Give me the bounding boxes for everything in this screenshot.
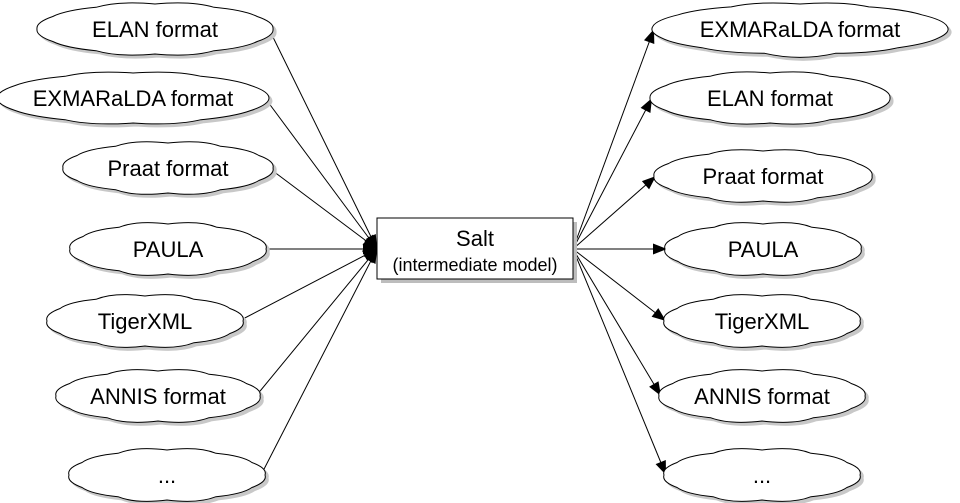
input-edge-3 <box>268 167 378 250</box>
output-edge-5 <box>572 248 667 322</box>
salt-subtitle: (intermediate model) <box>392 255 557 275</box>
output-cloud-1: EXMARaLDA format <box>651 2 952 61</box>
input-cloud-7-shape <box>68 448 266 502</box>
output-cloud-7: ... <box>663 448 864 503</box>
output-cloud-2-shape <box>649 71 891 125</box>
output-arrowhead-6 <box>649 381 661 396</box>
input-cloud-2-shape <box>0 71 270 125</box>
output-cloud-2: ELAN format <box>649 71 894 128</box>
output-cloud-6-shape <box>658 369 866 423</box>
input-cloud-2: EXMARaLDA format <box>0 71 273 128</box>
input-cloud-7-label: ... <box>158 463 176 488</box>
input-cloud-6: ANNIS format <box>55 369 264 426</box>
input-cloud-6-label: ANNIS format <box>90 384 226 409</box>
output-edge-6 <box>572 248 662 397</box>
input-cloud-5-shape <box>46 294 244 348</box>
input-cloud-2-label: EXMARaLDA format <box>33 86 234 111</box>
output-cloud-6-label: ANNIS format <box>694 384 830 409</box>
input-edge-2 <box>264 97 378 250</box>
output-cloud-1-shape <box>651 2 949 58</box>
output-cloud-4-shape <box>664 222 862 276</box>
output-edge-1 <box>572 28 655 250</box>
input-edge-7 <box>260 248 378 476</box>
output-cloud-2-label: ELAN format <box>707 86 833 111</box>
output-cloud-7-label: ... <box>753 463 771 488</box>
output-cloud-5-shape <box>663 294 861 348</box>
output-cloud-4: PAULA <box>664 222 865 279</box>
output-cloud-1-label: EXMARaLDA format <box>700 17 901 42</box>
input-cloud-1-shape <box>36 2 274 56</box>
output-edge-7 <box>572 248 667 476</box>
input-cloud-4-label: PAULA <box>133 237 204 262</box>
input-edge-6 <box>255 248 378 397</box>
input-cloud-3: Praat format <box>62 141 277 198</box>
output-cloud-4-label: PAULA <box>728 237 799 262</box>
output-cloud-6: ANNIS format <box>658 369 869 426</box>
input-cloud-7: ... <box>68 448 269 503</box>
output-cloud-3: Praat format <box>653 149 876 206</box>
output-arrowhead-7 <box>655 460 666 475</box>
input-cloud-1-label: ELAN format <box>92 17 218 42</box>
input-cloud-5: TigerXML <box>46 294 247 351</box>
output-arrowhead-5 <box>651 308 666 321</box>
input-cloud-3-label: Praat format <box>107 156 228 181</box>
input-cloud-4: PAULA <box>69 222 270 279</box>
input-cloud-6-shape <box>55 369 261 423</box>
output-edge-3 <box>572 175 657 250</box>
input-edge-1 <box>268 28 378 250</box>
salt-model-box <box>376 217 574 280</box>
input-cloud-5-label: TigerXML <box>98 309 193 334</box>
output-arrowhead-3 <box>641 176 656 190</box>
output-cloud-5-label: TigerXML <box>715 309 810 334</box>
output-edge-2 <box>572 97 653 250</box>
salt-title: Salt <box>456 226 494 251</box>
input-cloud-4-shape <box>69 222 267 276</box>
output-cloud-3-shape <box>653 149 873 203</box>
output-cloud-3-label: Praat format <box>702 164 823 189</box>
output-arrowhead-2 <box>640 98 652 113</box>
output-arrowhead-4 <box>653 243 667 255</box>
input-cloud-1: ELAN format <box>36 2 277 59</box>
salt-model-node: Salt (intermediate model) <box>376 217 577 283</box>
input-arrowhead-7 <box>365 249 377 264</box>
output-arrowhead-1 <box>644 29 655 44</box>
output-cloud-5: TigerXML <box>663 294 864 351</box>
input-cloud-3-shape <box>62 141 274 195</box>
input-edge-5 <box>238 248 378 322</box>
edges-layer <box>238 28 667 476</box>
output-cloud-7-shape <box>663 448 861 502</box>
